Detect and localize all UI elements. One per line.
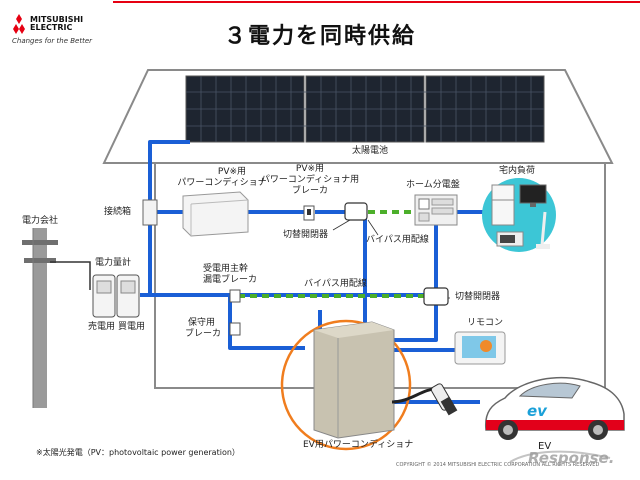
meter-label: 電力量計 bbox=[95, 258, 132, 268]
pv-power-conditioner-device bbox=[182, 191, 249, 237]
maintenance-breaker-label-2: ブレーカ bbox=[185, 329, 222, 339]
junction-box-label: 接続箱 bbox=[104, 207, 132, 217]
home-load-appliances bbox=[482, 178, 556, 252]
solar-panel-array bbox=[185, 75, 545, 143]
pv-breaker-label-3: ブレーカ bbox=[291, 186, 328, 196]
ev-pcs-highlight-circle bbox=[280, 319, 412, 451]
brand-tagline: Changes for the Better bbox=[12, 37, 93, 45]
copyright: COPYRIGHT © 2014 MITSUBISHI ELECTRIC COR… bbox=[396, 462, 600, 468]
response-watermark: Response. bbox=[528, 449, 615, 467]
maintenance-breaker-device bbox=[229, 322, 241, 336]
buy-meter-label: 買電用 bbox=[118, 322, 146, 332]
home-distribution-panel-device bbox=[414, 194, 458, 226]
brand-name-line2: ELECTRIC bbox=[30, 23, 73, 32]
home-panel-label: ホーム分電盤 bbox=[406, 180, 460, 190]
bypass-wiring-1-label: バイパス用配線 bbox=[366, 235, 429, 245]
service-drop-wire bbox=[50, 261, 91, 290]
ev-badge: ev bbox=[527, 402, 547, 420]
electric-vehicle bbox=[484, 376, 625, 440]
bypass-wiring bbox=[238, 210, 424, 298]
utility-pole bbox=[22, 228, 58, 408]
solar-cell-label: 太陽電池 bbox=[351, 146, 388, 156]
tv-icon bbox=[519, 184, 547, 204]
junction-box-device bbox=[142, 199, 158, 226]
watermark-ornament bbox=[509, 450, 611, 463]
brand-name-line1: MITSUBISHI bbox=[30, 15, 84, 24]
mitsubishi-logo: MITSUBISHI ELECTRIC Changes for the Bett… bbox=[10, 14, 110, 48]
header-red-line bbox=[113, 1, 640, 3]
vacuum-icon bbox=[540, 211, 547, 246]
home-load-label: 宅内負荷 bbox=[499, 166, 536, 176]
page-title: ３電力を同時供給 bbox=[223, 24, 416, 49]
main-breaker-label-1: 受電用主幹 bbox=[203, 264, 249, 274]
ev-label: EV bbox=[538, 441, 552, 452]
maintenance-breaker-label-1: 保守用 bbox=[188, 318, 216, 328]
ev-power-conditioner-cabinet bbox=[313, 321, 395, 439]
changeover-switch-2-label: 切替開閉器 bbox=[455, 292, 501, 302]
changeover-switch-1-label: 切替開閉器 bbox=[283, 230, 329, 240]
pv-breaker-label-1: PV※用 bbox=[295, 164, 325, 174]
changeover-switch-2-device bbox=[423, 287, 449, 306]
remote-controller-device bbox=[454, 331, 506, 365]
main-breaker-label-2: 漏電ブレーカ bbox=[203, 275, 258, 285]
footnote: ※太陽光発電（PV：photovoltaic power generation） bbox=[36, 448, 240, 457]
sell-meter-label: 売電用 bbox=[88, 322, 116, 332]
bypass-wiring-2-label: バイパス用配線 bbox=[304, 279, 367, 289]
electricity-meters bbox=[92, 274, 140, 318]
main-breaker-device bbox=[229, 289, 241, 303]
remote-label: リモコン bbox=[467, 318, 504, 328]
changeover-switch-1-device bbox=[344, 202, 368, 221]
charging-connector-icon bbox=[430, 383, 458, 416]
ev-pcs-label: EV用パワーコンディショナ bbox=[303, 440, 414, 450]
pv-breaker-label-2: パワーコンディショナ用 bbox=[260, 175, 360, 185]
pv-pcs-label-1: PV※用 bbox=[217, 167, 247, 177]
pv-pcs-label-2: パワーコンディショナ bbox=[177, 178, 267, 188]
refrigerator-icon bbox=[491, 184, 515, 226]
three-diamonds-icon bbox=[13, 14, 25, 34]
power-company-label: 電力会社 bbox=[22, 216, 59, 226]
